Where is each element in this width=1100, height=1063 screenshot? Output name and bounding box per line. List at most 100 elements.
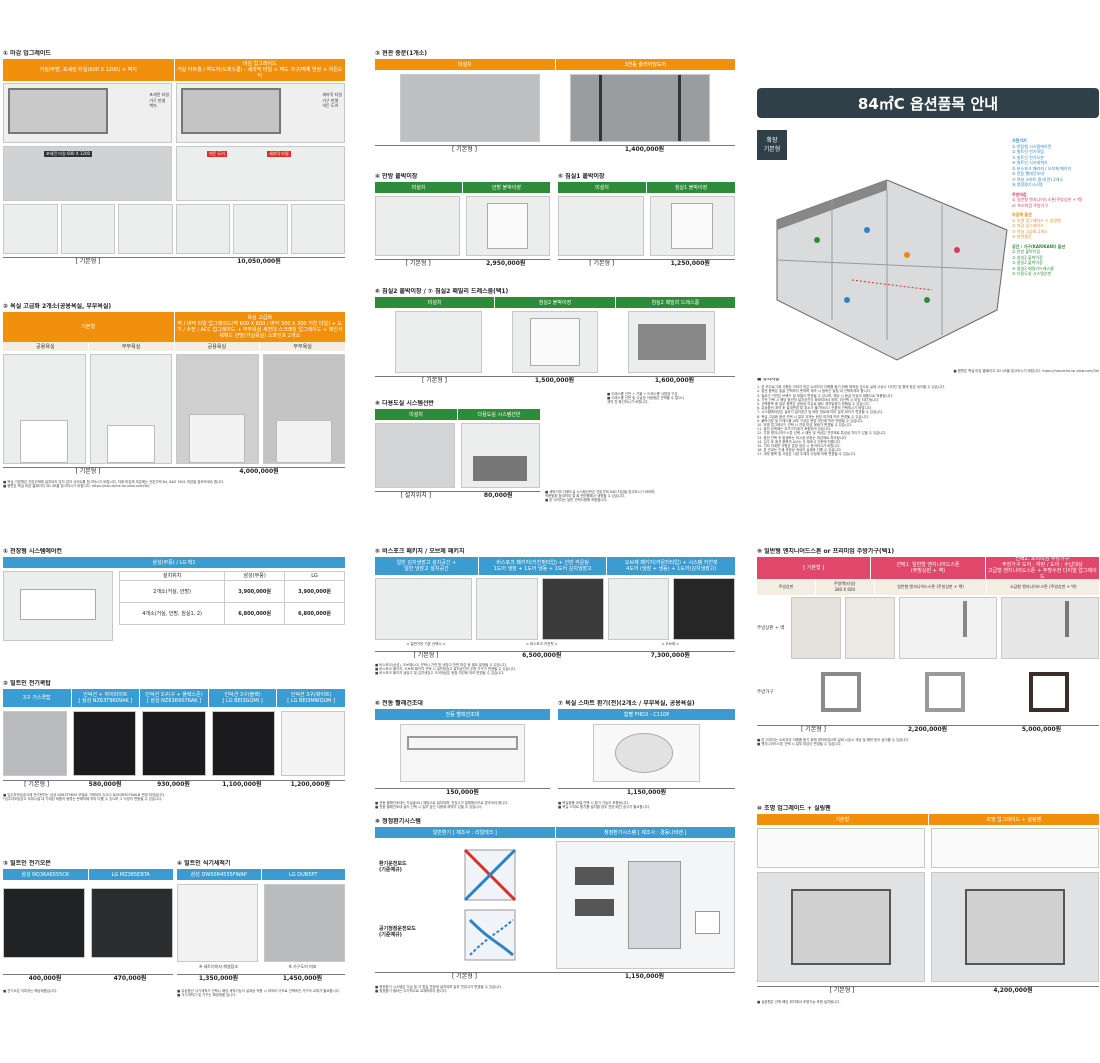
cooktop-header: 인덕션 3구(화이트) [ LG BEI3MWQUM ] — [277, 689, 345, 707]
lighting-table-upgrade — [931, 828, 1099, 868]
legend-item: ⑤ 비스포크 패키지 / 오브제 패키지 — [1012, 165, 1072, 171]
col-basic-header: 미설치 — [375, 297, 496, 308]
table-cell: 4개소(거실, 안방, 침실1, 2) — [118, 602, 226, 625]
table-cell: 6,800,000원 — [224, 602, 286, 625]
cooktop-photo — [3, 711, 67, 776]
upgrade-price: 4,000,000원 — [174, 468, 345, 476]
fridge-caption: < 오브제 > — [607, 641, 735, 648]
banner-title: 84㎡C 옵션품목 안내 — [757, 88, 1099, 118]
sub-header: 일반형 엔지니어드스톤 (주방상판 + 벽) — [874, 579, 988, 595]
note: 적용범위 참여하여 열 혹 렌카를에서 생명할 수 있습니다. — [545, 494, 626, 499]
finish-upgrade-section: ① 마감 업그레이드 거실/주방, 포세린 타일(600 X 1200) + 벽… — [3, 50, 345, 266]
fridge-header: 비스포크 패키지(키친핏타입) + 선반 카운팅 1도어 냉장 + 1도어 냉동… — [478, 557, 608, 575]
air-header: 일반환기 [ 제조사 : 리얼테크 ] — [375, 827, 556, 838]
sub-header: 공용욕실 — [3, 342, 89, 351]
dryer-rack-section: ⑥ 전동 빨래건조대 전동 빨래건조대 150,000원 ■ 전동 빨래건조대는… — [375, 700, 550, 809]
option-price: 1,350,000원 — [177, 975, 261, 983]
col-upgrade-header: 마감 업그레이드 거실 아트월 / 벽도어(드레스룸) - 세라믹 타일 + 벽… — [174, 59, 345, 81]
option-price: 6,500,000원 — [478, 652, 607, 660]
legend-item: ② 침실1 붙박이장 — [1012, 254, 1043, 260]
note: ■ 욕실 기본형은 건본주택에 설치되지 않지 않아 사이트를 참고하시기 바랍… — [3, 480, 225, 484]
table-cell: 6,800,000원 — [284, 602, 345, 625]
section-title: ② 빌트인 전기쿡탑 — [3, 680, 51, 687]
note: ■ 드레스룸 선반 + 거울 + 드레스룸 서랍장 구성 — [607, 392, 678, 396]
note: ■ 평면은 욕실 마감 홈페이지 3D VR을 참고하시기 바랍니다. http… — [3, 484, 150, 489]
note: ■ 청정환기 필터는 주기적으로 교체하여야 합니다. — [375, 989, 448, 994]
lighting-header: 기본형 — [757, 814, 929, 825]
col-basic-header: 거실/주방, 포세린 타일(600 X 1200) + 벽지 — [3, 59, 175, 81]
legend-head: 마감재 옵션 — [1012, 212, 1032, 217]
section-title: ⑤ 비스포크 패키지 / 오브제 패키지 — [375, 548, 465, 555]
thumb — [233, 204, 288, 254]
sub-header: 공용욕실 — [174, 342, 261, 351]
legend-item: ⑧ 청정환기시스템 — [1012, 182, 1043, 187]
air-system-section: ⑧ 청정환기시스템 일반환기 [ 제조사 : 리얼테크 ] 청정환기시스템 [ … — [375, 818, 735, 993]
dryer-photo — [400, 724, 525, 782]
upgrade-price: 10,050,000원 — [174, 258, 345, 266]
dishwasher-caption: ※ 세트이미지 해설참조 — [177, 963, 261, 970]
fridge-photo — [375, 578, 473, 640]
section-title: ④ 빌트인 식기세척기 — [177, 860, 231, 867]
col-basic-header: 미설치 — [375, 182, 463, 193]
lighting-table-basic — [757, 828, 925, 868]
notice-item: 10. 조명 업그레이드 선택 시 천장 마감 형태가 변경될 수 있습니다. — [757, 423, 853, 428]
option-price: 1,150,000원 — [555, 973, 735, 981]
closet-photo — [649, 196, 735, 256]
option-price: 1,450,000원 — [261, 975, 345, 983]
elevation-label: 포세린 타일 600 X 1200 — [44, 151, 93, 157]
legend-item: ① 천장형 시스템에어컨 — [1012, 143, 1052, 149]
note: ■ 비스포크(삼성), 오브제(LG) 선택시 가전 및 냉장고 전면 마감 등… — [375, 663, 508, 667]
legend-item: ② 빌트인 전기쿡탑 — [1012, 149, 1044, 154]
option-price: 1,200,000원 — [277, 781, 346, 789]
note: ■ 욕실 스마트 환기를 설치할 경우 관련 배선 공사가 필요합니다. — [558, 805, 650, 810]
notice-item: 16. 본 안내는 인쇄 과정상 색상이 실제와 다를 수 있습니다. — [757, 448, 842, 453]
cooktop-header: 인덕션 3구(구 + 플렉스존) [ 삼성 NZ63R9076AK ] — [140, 689, 209, 707]
note: ■ 청정환기 시스템은 거실 및 각 침실 천장에 설치되며 일부 천장고가 변… — [375, 985, 503, 989]
legend-item: ⑦ 욕실 스마트 환기(전) 2개소 — [1012, 176, 1064, 182]
legend-item: ② 마감 업그레이드 — [1012, 223, 1044, 228]
option-price: 7,300,000원 — [607, 652, 735, 660]
notice-item: 7. 시스템에어컨은 실외기 설치공간 및 배관 경로에 따라 일부 위치가 변… — [757, 410, 884, 415]
oven-header: 삼성 NQ36A6555CK — [3, 869, 89, 880]
section-title: ⑥ 전동 빨래건조대 — [375, 700, 423, 707]
room-photo — [628, 311, 716, 373]
col-option-header: 침실2 붙박이장 — [495, 297, 616, 308]
basic-label: [ 설치위치 ] — [375, 492, 458, 500]
isometric-floor-plan — [776, 179, 1008, 361]
option-price: 580,000원 — [71, 781, 140, 789]
notice-item: 5. 선택품목 중 일부 품목은 공정상 이유로 별도 계약일정이 정해질 수 … — [757, 402, 870, 407]
tag: 세라믹 타일 — [322, 92, 342, 97]
note: ■ 본 이미지는 일반 선택사항에 포함됩니다. — [545, 498, 608, 503]
bedroom2-section: ⑥ 침실2 붙박이장 / ⑦ 침실2 패밀리 드레스룸(택1) 미설치 침실2 … — [375, 288, 735, 385]
legend-item: ① 안방 붙박이장 — [1012, 249, 1041, 254]
col-basic-header: 기본형 — [3, 312, 175, 342]
utility-notes: ■ 세탁기와 다용도실 시스템선반은 건본주택 84D 타입을 참고하시기 바라… — [545, 490, 735, 503]
sub-header: 부부욕실 — [88, 342, 175, 351]
elevation-label: 히든 도어 — [207, 151, 227, 157]
section-title: ⑩ 조명 업그레이드 + 실링팬 — [757, 805, 831, 812]
option-price: 4,200,000원 — [928, 987, 1099, 995]
section-title: ⑧ 다용도실 시스템선반 — [375, 400, 434, 407]
bath-photo — [262, 354, 345, 464]
thumb — [290, 204, 345, 254]
closet-photo — [375, 196, 460, 256]
closet-photo — [558, 196, 644, 256]
dishwasher-section: ④ 빌트인 식기세척기 삼성 DW50R4555FWAP LG DUB5PT ※… — [177, 860, 345, 997]
tag: 가구 판넬 — [322, 97, 339, 103]
col-basic-header: 미설치 — [375, 59, 556, 70]
vent-photo — [593, 724, 700, 782]
fridge-photo — [542, 578, 604, 640]
section-title: ⑦ 욕실 스마트 환기(전)(2개소 / 부부욕실, 공용욕실) — [558, 700, 695, 707]
room-photo — [511, 311, 599, 373]
basic-label: [ 기본형 ] — [375, 652, 478, 660]
option-price: 930,000원 — [140, 781, 209, 789]
col-option-header: 침실1 붙박이장 — [647, 182, 735, 193]
floor-plan-area: 확장 기본형 가전기기 ① 천장형 시스템에어컨 ② 빌트인 전기쿡탑 ③ 빌트… — [757, 130, 1099, 375]
table-head: 삼성(무풍) — [224, 571, 286, 581]
notice-item: 8. 욕실 고급화 옵션 선택 시 일부 자재는 현장 여건에 따라 변경될 수… — [757, 414, 869, 419]
tag: 가구 판넬 — [149, 97, 166, 103]
kitchen-header: 선택1. 일반형 엔지니어드스톤 (주방상판 + 벽) — [871, 557, 986, 579]
thumb — [3, 204, 58, 254]
col-option-header: 다용도실 시스템선반 — [458, 409, 540, 420]
note: ■ 본 이미지는 소비자의 이해를 돕기 위해 제작되었으며 실제 시공시 색상… — [757, 738, 910, 742]
